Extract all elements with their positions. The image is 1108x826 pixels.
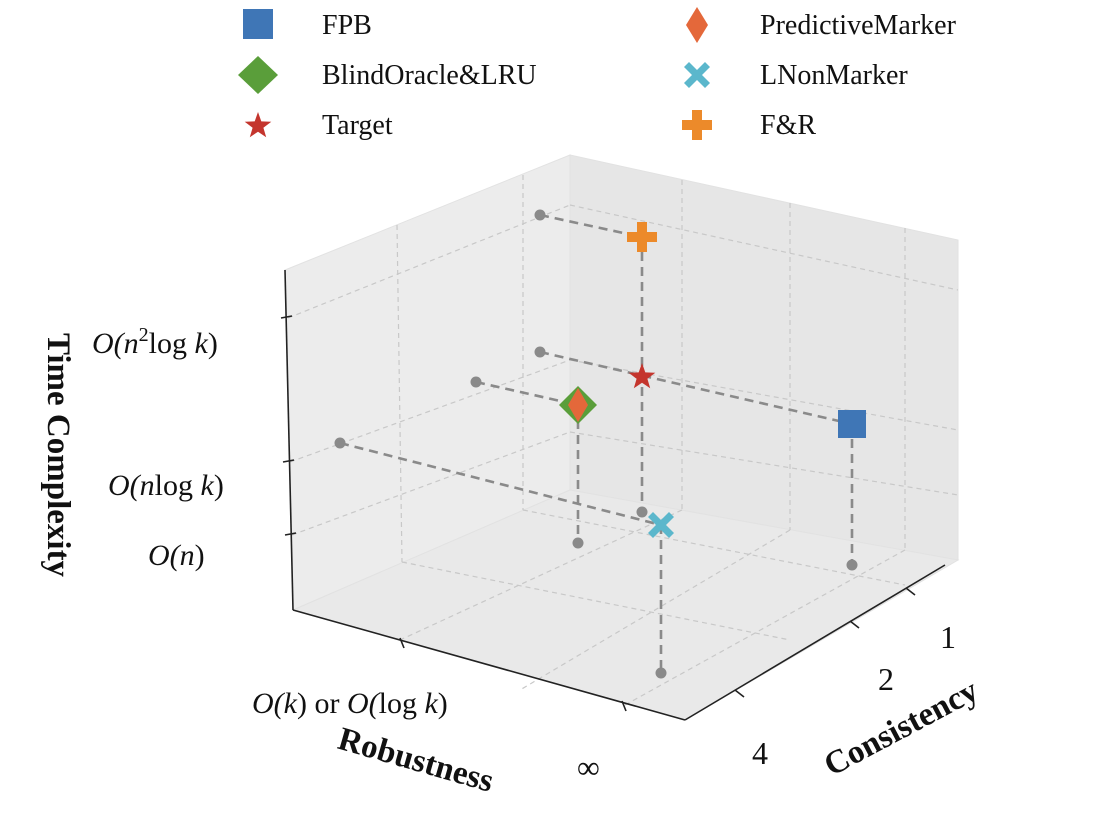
svg-text:PredictiveMarker: PredictiveMarker: [760, 10, 957, 41]
data-markers: [559, 222, 866, 538]
consistency-tick-1: 1: [940, 619, 956, 655]
robustness-tick-labels: O(k) or O(log k) ∞: [252, 687, 600, 785]
legend-plus-icon: [682, 110, 712, 140]
time-tick-n: O(n): [148, 539, 205, 572]
legend-star-icon: [244, 112, 272, 138]
legend-item-blindoracle-lru: BlindOracle&LRU: [238, 56, 537, 94]
svg-text:LNonMarker: LNonMarker: [760, 60, 908, 91]
consistency-tick-2: 2: [878, 661, 894, 697]
consistency-axis-title: Consistency: [818, 672, 984, 783]
legend: FPB BlindOracle&LRU Target PredictiveMar…: [238, 7, 957, 141]
marker-predictivemarker: [568, 388, 588, 422]
robustness-tick-infinity: ∞: [577, 749, 600, 785]
time-tick-n2logk: O(n2log k): [92, 324, 218, 360]
marker-target: [628, 363, 656, 389]
legend-item-f-and-r: F&R: [682, 110, 816, 141]
legend-item-lnonmarker: LNonMarker: [684, 60, 908, 91]
consistency-tick-labels: 1 2 4: [752, 619, 956, 771]
time-axis-title: Time Complexity: [40, 333, 76, 578]
robustness-tick-ok: O(k) or O(log k): [252, 687, 448, 720]
svg-text:FPB: FPB: [322, 10, 372, 41]
projection-dots: [334, 209, 858, 679]
svg-text:F&R: F&R: [760, 110, 816, 141]
legend-square-icon: [243, 9, 273, 39]
consistency-axis-line: [684, 564, 946, 721]
legend-thin-diamond-icon: [686, 7, 708, 43]
legend-item-target: Target: [244, 110, 393, 141]
marker-fpb: [838, 410, 866, 438]
pane-back: [284, 154, 960, 721]
marker-f-and-r: [627, 222, 657, 252]
time-tick-nlogk: O(nlog k): [108, 469, 224, 502]
time-axis-line: [284, 269, 294, 611]
marker-lnonmarker: [648, 512, 674, 538]
svg-text:Target: Target: [322, 110, 393, 141]
legend-item-fpb: FPB: [243, 9, 372, 41]
grid-lines: [287, 175, 959, 706]
legend-diamond-icon: [238, 56, 278, 94]
legend-item-predictivemarker: PredictiveMarker: [686, 7, 957, 43]
robustness-axis-line: [292, 609, 686, 721]
robustness-axis-title: Robustness: [334, 721, 497, 800]
time-tick-labels: O(n2log k) O(nlog k) O(n): [92, 324, 224, 572]
legend-x-icon: [684, 62, 710, 88]
svg-text:BlindOracle&LRU: BlindOracle&LRU: [322, 60, 537, 91]
axis-lines: [280, 269, 946, 721]
consistency-tick-4: 4: [752, 735, 768, 771]
